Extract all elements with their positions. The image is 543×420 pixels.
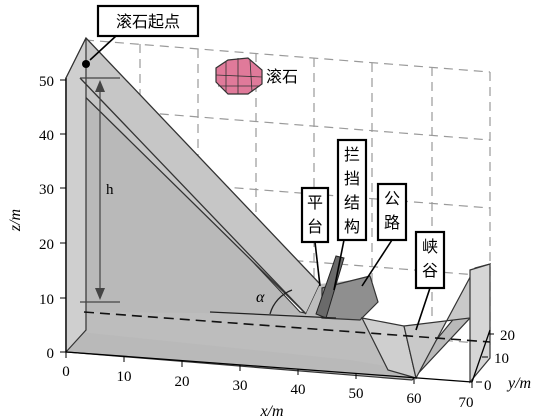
platform-label-2: 台	[307, 217, 323, 236]
start-point-callout: 滚石起点	[89, 4, 200, 61]
x-axis: 0 10 20 30 40 50 60 70 x/m	[62, 351, 474, 420]
platform-edge-line	[209, 311, 337, 319]
height-marker: h	[80, 77, 120, 303]
far-right-face	[469, 263, 491, 384]
canyon-label-2: 谷	[422, 261, 438, 280]
x-tick-30: 30	[233, 378, 248, 394]
x-tick-50: 50	[349, 386, 364, 402]
height-label: h	[106, 182, 114, 198]
road-label-1: 公	[384, 189, 400, 208]
x-tick-40: 40	[291, 382, 306, 398]
start-point-dot	[82, 60, 90, 68]
angle-marker: α	[256, 289, 293, 315]
angle-label: α	[256, 289, 265, 306]
y-axis-label: y/m	[506, 375, 531, 392]
baseline-dashed	[83, 311, 491, 343]
barrier-label-4: 构	[344, 217, 360, 236]
platform-callout: 平 台	[300, 186, 330, 287]
terrain-model	[65, 36, 491, 384]
canyon-callout: 峡 谷	[414, 230, 446, 331]
z-tick-20: 20	[39, 237, 54, 253]
y-axis: 0 10 20 y/m	[471, 328, 531, 394]
barrier-label-1: 拦	[344, 145, 360, 164]
y-tick-0: 0	[484, 378, 492, 394]
z-axis: 0 10 20 30 40 50 z/m	[7, 74, 67, 362]
x-tick-60: 60	[407, 391, 422, 407]
road-label-2: 路	[384, 213, 400, 232]
z-tick-50: 50	[39, 74, 54, 90]
rock-label: 滚石	[266, 67, 298, 86]
x-tick-10: 10	[117, 369, 132, 385]
x-tick-20: 20	[175, 374, 190, 390]
road-callout: 公 路	[361, 182, 408, 287]
x-axis-label: x/m	[259, 403, 283, 420]
z-axis-label: z/m	[7, 209, 24, 232]
terrain-left-face	[65, 37, 87, 354]
canyon-label-1: 峡	[422, 237, 438, 256]
start-point-label: 滚石起点	[116, 12, 180, 31]
x-tick-70: 70	[459, 395, 474, 411]
z-tick-0: 0	[47, 346, 55, 362]
z-tick-30: 30	[39, 182, 54, 198]
x-tick-0: 0	[62, 364, 70, 380]
barrier-label-2: 挡	[344, 169, 360, 188]
barrier-label-3: 结	[344, 193, 360, 212]
platform-label: 平	[307, 193, 323, 212]
z-tick-40: 40	[39, 128, 54, 144]
rock-icon	[215, 57, 263, 95]
z-tick-10: 10	[39, 292, 54, 308]
y-tick-20: 20	[500, 328, 515, 344]
barrier-callout: 拦 挡 结 构	[333, 138, 368, 291]
y-tick-10: 10	[494, 351, 509, 367]
slope-edge-line	[79, 77, 307, 315]
